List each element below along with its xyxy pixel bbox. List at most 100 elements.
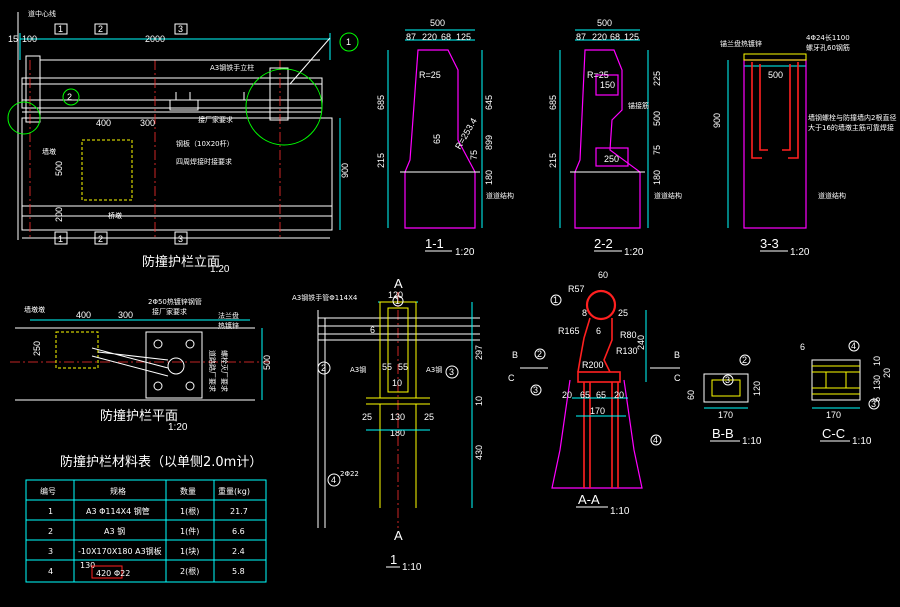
s11-dim-68: 68 — [441, 32, 451, 42]
s22-dim-68: 68 — [610, 32, 620, 42]
s22-dim-685: 685 — [548, 95, 558, 110]
callout-2: 2 — [67, 92, 72, 102]
section-1-1: 500 87 220 68 125 685 215 645 899 75 180… — [376, 18, 514, 258]
table-cell: -10X170X180 A3钢板 — [78, 546, 162, 556]
cc-scale: 1:10 — [852, 436, 872, 447]
aa-dim-6: 6 — [596, 326, 601, 336]
marker-2-bottom: 2 — [98, 234, 103, 244]
s22-dim-215: 215 — [548, 153, 558, 168]
road-center-note: 道中心线 — [28, 9, 56, 18]
s11-dim-87: 87 — [406, 32, 416, 42]
section-3-3: 500 900 锚兰盘热镀锌 4Φ24长1100 螺牙孔60钢筋 墙钢螺栓与防撞… — [712, 33, 896, 258]
s22-dim-150: 150 — [600, 80, 615, 90]
s33-scale: 1:20 — [790, 247, 810, 258]
s11-dim-125: 125 — [456, 32, 471, 42]
s11-dim-685: 685 — [376, 95, 386, 110]
aa-r200: R200 — [582, 360, 604, 370]
s11-dim-500: 500 — [430, 18, 445, 28]
s33-dim-500: 500 — [768, 70, 783, 80]
table-cell: 2 — [48, 527, 53, 536]
dim-15: 15 — [8, 34, 18, 44]
aa-r80: R80 — [620, 330, 637, 340]
aa-scale: 1:10 — [610, 506, 630, 517]
table-cell: A3 Φ114X4 钢管 — [86, 506, 150, 516]
post-marker-4: 4 — [331, 475, 336, 485]
table-header-spec: 规格 — [110, 486, 126, 496]
s11-dim-75: 75 — [469, 150, 479, 160]
table-cell: 420 Φ22 — [96, 569, 130, 578]
plan-title: 防撞护栏平面 — [100, 408, 178, 424]
post-dim-10: 10 — [474, 396, 484, 406]
cc-marker-3: 3 — [871, 399, 876, 409]
column-note: A3钢铁手立柱 — [210, 63, 254, 72]
post-dim-25a: 25 — [362, 412, 372, 422]
aa-marker-3: 3 — [533, 385, 538, 395]
marker-2-top: 2 — [98, 24, 103, 34]
s11-dim-899: 899 — [484, 135, 494, 150]
cc-dim-5: 5 — [872, 397, 882, 402]
table-row4-small: 130 — [80, 561, 95, 570]
dim-200: 200 — [54, 207, 64, 222]
aa-mark-b-left: B — [512, 350, 518, 360]
s11-r25: R=25 — [419, 70, 441, 80]
bb-dim-120: 120 — [752, 381, 762, 396]
plan-view: 400 300 250 500 2Φ50热镀锌钢管 接厂家要求 法兰盘 热镀锌 … — [10, 297, 272, 433]
s11-dim-180: 180 — [484, 170, 494, 185]
post-dim-55b: 55 — [398, 362, 408, 372]
table-header-weight: 重量(kg) — [218, 486, 250, 496]
table-cell: 1(根) — [180, 506, 199, 516]
section-a-a: 60 20 65 65 20 170 R57 25 8 6 R165 R80 R… — [508, 270, 681, 517]
s22-dim-87: 87 — [576, 32, 586, 42]
s33-anchor-note: 锚兰盘热镀锌 — [720, 39, 762, 48]
plan-dim-400: 400 — [76, 310, 91, 320]
plan-factory-note: 接厂家要求 — [152, 307, 187, 316]
post-pipe-note: A3钢铁手管Φ114X4 — [292, 293, 358, 302]
table-cell: 1 — [48, 507, 53, 516]
plan-flange-note: 法兰盘 — [218, 311, 239, 320]
section-c-c: 4 3 6 170 10 130 20 5 C-C 1:10 — [800, 340, 892, 447]
table-cell: A3 钢 — [104, 526, 125, 536]
plan-dim-500: 500 — [262, 355, 272, 370]
aa-dim-60: 60 — [598, 270, 608, 280]
aa-dim-25: 25 — [618, 308, 628, 318]
marker-3-top: 3 — [178, 24, 183, 34]
aa-mark-c-left: C — [508, 373, 515, 383]
s11-dim-65: 65 — [432, 134, 442, 144]
s11-label: 1-1 — [425, 236, 444, 251]
table-cell: 5.8 — [232, 567, 245, 576]
dim-100: 100 — [22, 34, 37, 44]
aa-mark-b-right: B — [674, 350, 680, 360]
s22-dim-500: 500 — [652, 111, 662, 126]
aa-r130: R130 — [616, 346, 638, 356]
aa-mark-c-right: C — [674, 373, 681, 383]
elevation-view: 道中心线 15 100 2000 1 2 3 — [7, 9, 359, 275]
aa-r57: R57 — [568, 284, 585, 294]
dim-400: 400 — [96, 118, 111, 128]
s11-r253: R=253.4 — [453, 116, 479, 151]
aa-r165: R165 — [558, 326, 580, 336]
plan-dim-300: 300 — [118, 310, 133, 320]
post-dim-10b: 10 — [392, 378, 402, 388]
bb-marker-2: 2 — [742, 355, 747, 365]
aa-marker-2: 2 — [537, 349, 542, 359]
cc-label: C-C — [822, 426, 845, 441]
post-dim-120: 120 — [388, 290, 403, 300]
table-cell: 1(块) — [180, 546, 199, 556]
post-dim-6: 6 — [370, 325, 375, 335]
s22-dim-75: 75 — [652, 145, 662, 155]
anchor-head-note: 接厂家要求 — [198, 115, 233, 124]
s22-dim-500: 500 — [597, 18, 612, 28]
aa-dim-20b: 20 — [614, 390, 624, 400]
s22-r25: R=25 — [587, 70, 609, 80]
post-dim-25b: 25 — [424, 412, 434, 422]
s22-dowel-note: 锚接筋 — [628, 101, 649, 110]
table-cell: 21.7 — [230, 507, 248, 516]
material-table: 防撞护栏材料表（以单侧2.0m计） 编号 规格 数量 重量(kg) 1 A3 Φ… — [25, 454, 267, 583]
post-dim-130: 130 — [390, 412, 405, 422]
aa-marker-4: 4 — [653, 435, 658, 445]
post-plate3: A3钢 — [426, 365, 442, 374]
aa-marker-1: 1 — [553, 295, 558, 305]
post-marker-2: 2 — [321, 363, 326, 373]
dim-300: 300 — [140, 118, 155, 128]
plan-dim-250: 250 — [32, 341, 42, 356]
